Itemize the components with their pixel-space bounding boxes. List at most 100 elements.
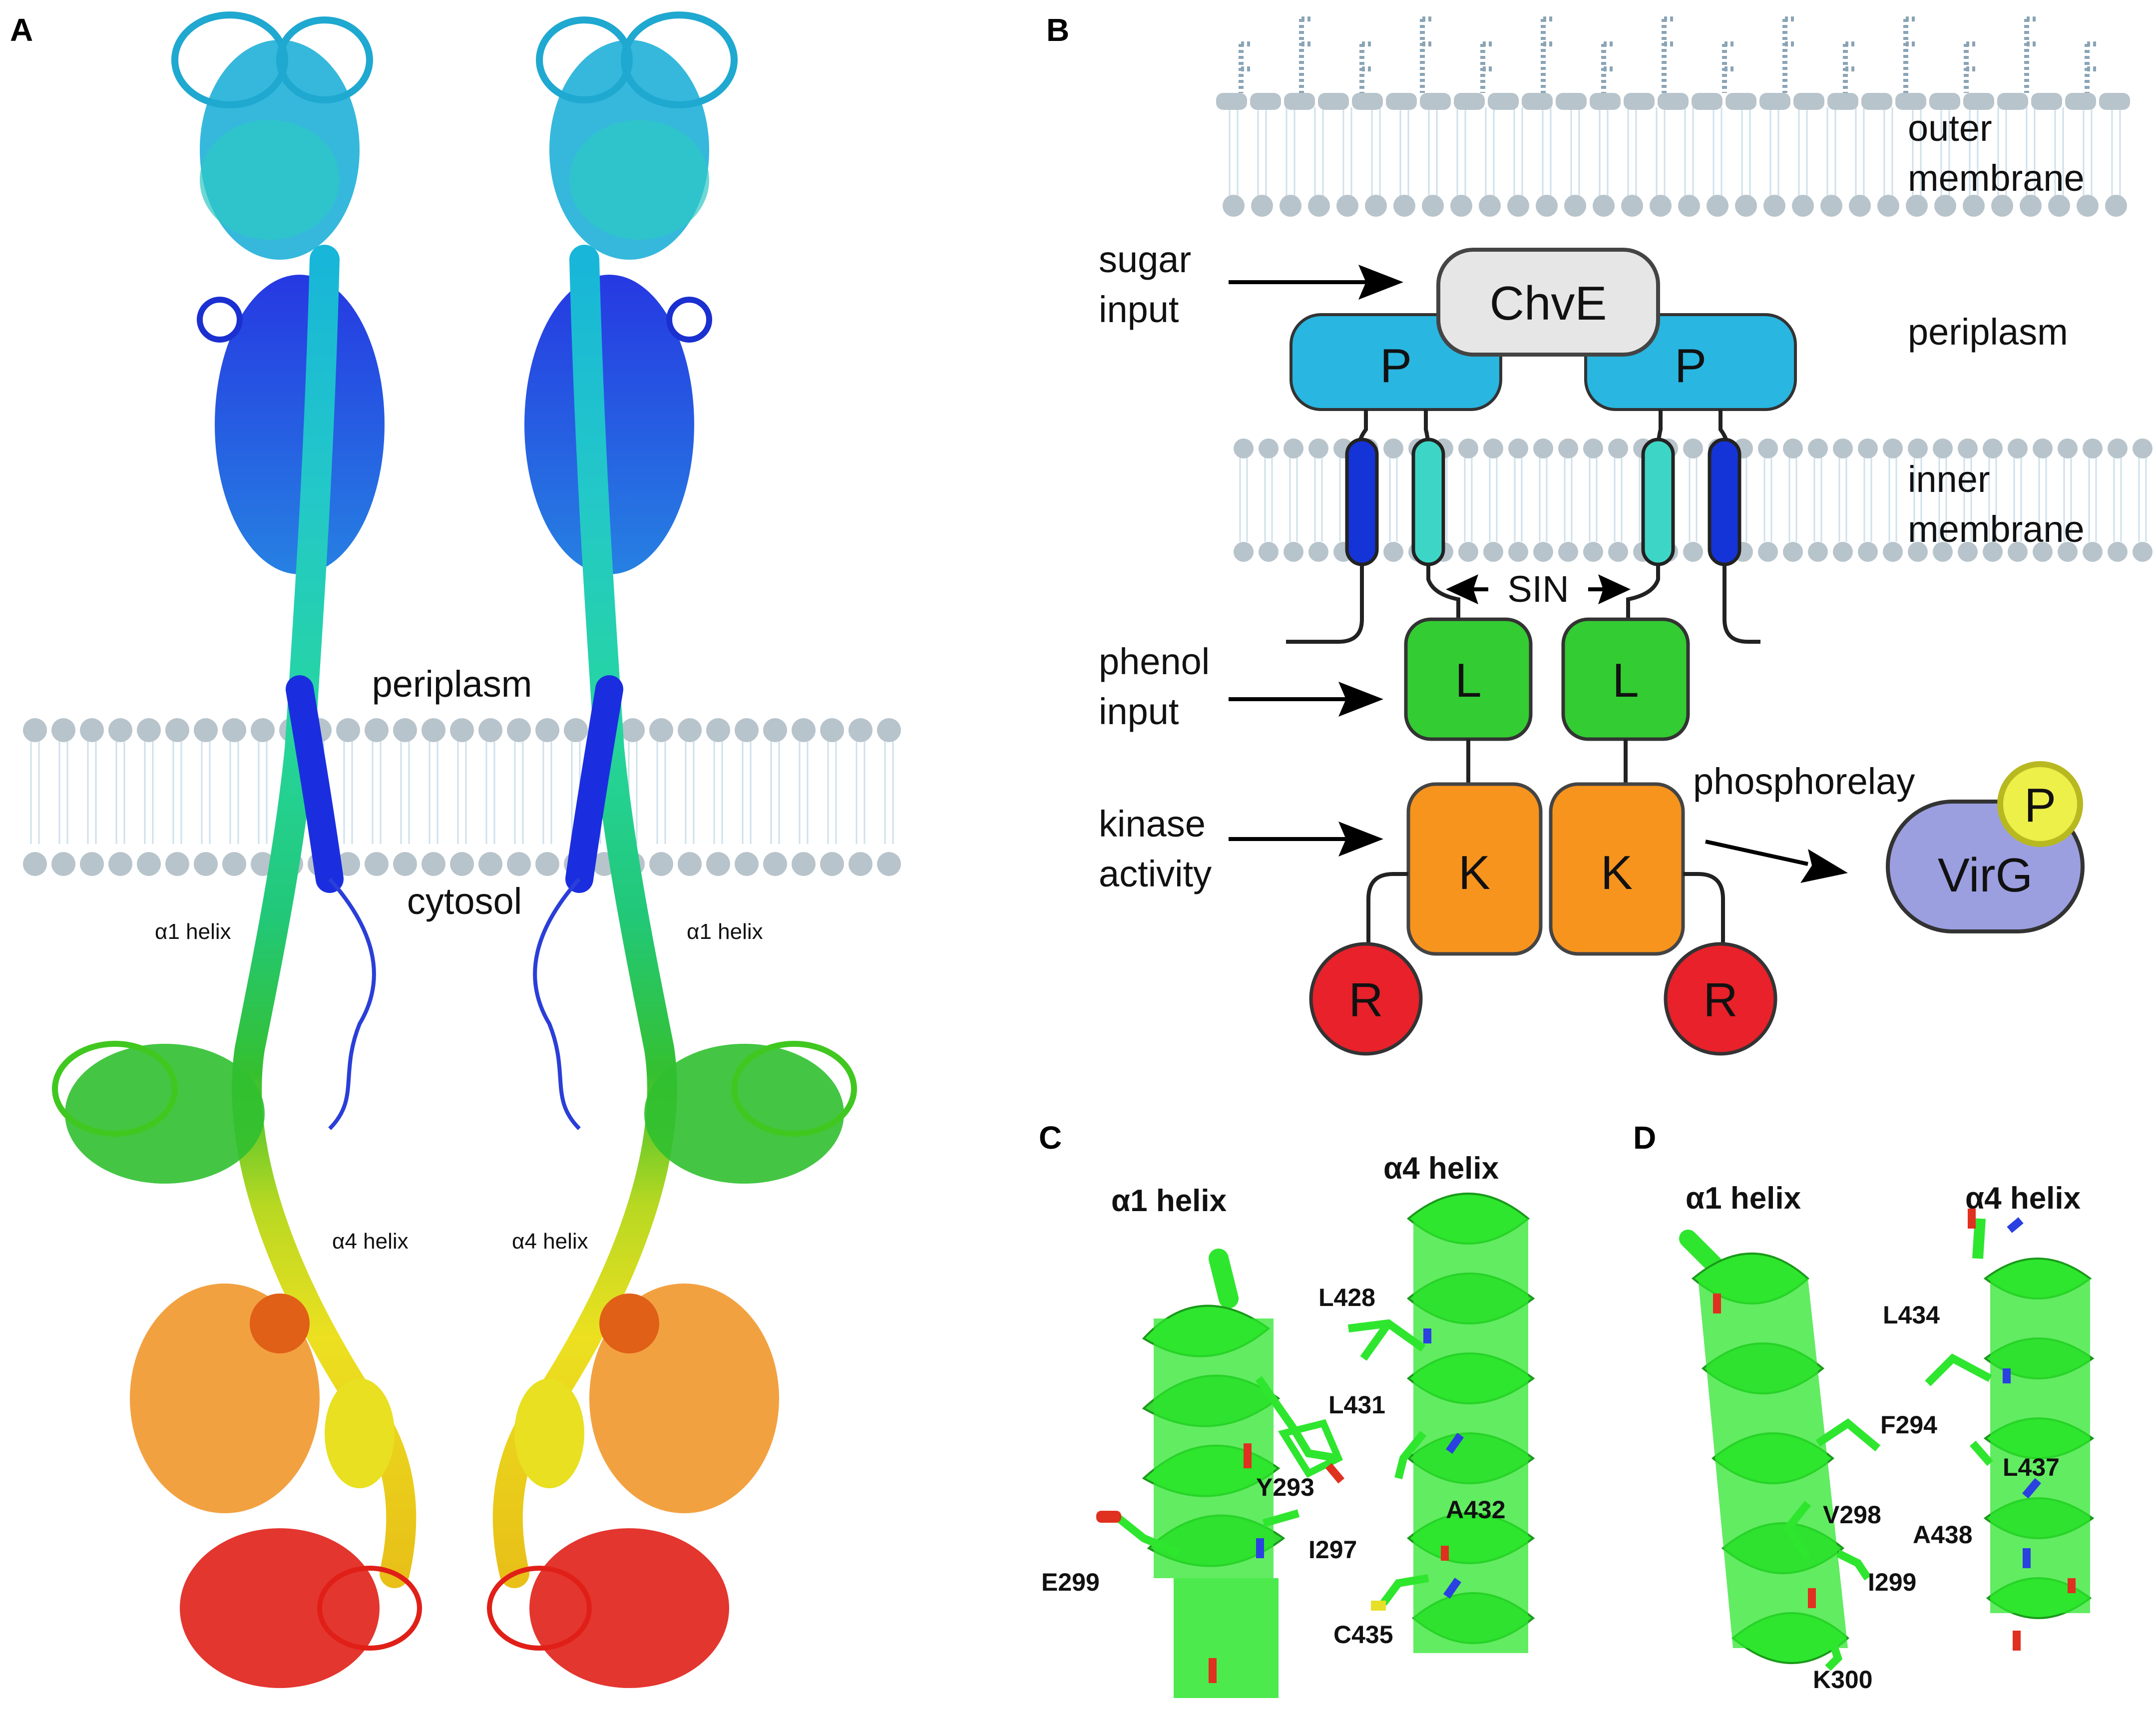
lipid-head (1479, 195, 1501, 217)
phenol-input-label-2: input (1099, 691, 1179, 732)
lps-core (1827, 93, 1858, 110)
residue-K300: K300 (1813, 1666, 1873, 1694)
lipid-head (23, 852, 47, 876)
residue-Y293: Y293 (1256, 1473, 1314, 1501)
lipid-head (1683, 542, 1703, 562)
lipid-head (1963, 195, 1985, 217)
lipid-head (1983, 438, 2003, 458)
lipid-head (507, 718, 531, 742)
lipid-head (1983, 542, 2003, 562)
lipid-head (1683, 438, 1703, 458)
panel-d-alpha4-helix (1925, 1209, 2095, 1651)
residue-L431: L431 (1328, 1391, 1385, 1419)
lipid-head (80, 718, 104, 742)
panel-a: A (10, 11, 901, 1688)
lipid-head (535, 852, 559, 876)
residue-L437: L437 (2003, 1453, 2060, 1481)
lipid-head (1833, 438, 1853, 458)
lps-core (1488, 93, 1519, 110)
panel-a-cytosol-label: cytosol (407, 880, 522, 922)
lipid-head (1450, 195, 1472, 217)
lipid-head (1458, 542, 1478, 562)
outer-membrane-label-2: membrane (1908, 157, 2085, 199)
lps-core (1759, 93, 1790, 110)
lipid-head (1933, 542, 1953, 562)
sugar-input-label-1: sugar (1099, 239, 1191, 280)
lipid-head (2133, 542, 2153, 562)
lps-core (1352, 93, 1383, 110)
lipid-head (365, 852, 389, 876)
lipid-head (1533, 542, 1553, 562)
lipid-head (1608, 438, 1628, 458)
r-domain-left-label: R (1348, 973, 1383, 1027)
panel-a-alpha4-right-label: α4 helix (512, 1229, 588, 1254)
residue-V298: V298 (1823, 1501, 1881, 1529)
kinase-activity-label-2: activity (1099, 853, 1212, 894)
lipid-head (1934, 195, 1956, 217)
lps-core (1386, 93, 1417, 110)
r-domain-right-label: R (1703, 973, 1737, 1027)
lipid-head (1608, 542, 1628, 562)
lipid-head (1883, 542, 1903, 562)
right-monomer-structure (487, 11, 857, 1688)
lipid-head (478, 718, 502, 742)
lps-core (1725, 93, 1756, 110)
panel-c-alpha4-helix (1348, 1193, 1535, 1653)
lipid-head (1308, 438, 1328, 458)
lps-core (1692, 93, 1723, 110)
lipid-head (2105, 195, 2127, 217)
lipid-head (706, 852, 730, 876)
lipid-head (1383, 542, 1403, 562)
lipid-head (735, 852, 759, 876)
sugar-input-label-2: input (1099, 289, 1179, 330)
lipid-head (1808, 542, 1828, 562)
lipid-head (1758, 438, 1778, 458)
lipid-head (1858, 438, 1878, 458)
lps-core (2031, 93, 2062, 110)
lipid-head (1458, 438, 1478, 458)
lipid-head (564, 718, 588, 742)
lps-core (1590, 93, 1621, 110)
lipid-head (1908, 438, 1928, 458)
lipid-head (1958, 542, 1978, 562)
lipid-head (792, 718, 816, 742)
lipid-head (2020, 195, 2042, 217)
residue-E299: E299 (1041, 1568, 1100, 1596)
lipid-head (1877, 195, 1899, 217)
lipid-head (1650, 195, 1672, 217)
lipid-head (1393, 195, 1415, 217)
lps-core (1861, 93, 1892, 110)
lipid-head (1223, 195, 1245, 217)
lps-core (1216, 93, 1247, 110)
lipid-head (2033, 542, 2053, 562)
lipid-head (1259, 438, 1279, 458)
phosphorelay-arrowhead (1800, 849, 1848, 883)
lps-core (1624, 93, 1655, 110)
lps-core (1284, 93, 1315, 110)
lipid-head (1308, 542, 1328, 562)
lipid-head (649, 718, 673, 742)
outer-membrane-label-1: outer (1908, 107, 1992, 149)
residue-I299: I299 (1868, 1568, 1916, 1596)
p-domain-right-label: P (1675, 339, 1707, 393)
lipid-head (1958, 438, 1978, 458)
lipid-head (1558, 542, 1578, 562)
lipid-head (422, 852, 445, 876)
lipid-head (1783, 542, 1803, 562)
lipid-head (1678, 195, 1700, 217)
panel-c-alpha4-title: α4 helix (1383, 1151, 1499, 1186)
lipid-head (1508, 438, 1528, 458)
lipid-head (535, 718, 559, 742)
lipid-head (1883, 438, 1903, 458)
panel-d-alpha4-title: α4 helix (1965, 1181, 2081, 1216)
lipid-head (1508, 542, 1528, 562)
lipid-head (2048, 195, 2070, 217)
panel-a-periplasm-label: periplasm (372, 663, 532, 705)
lipid-head (621, 718, 645, 742)
panel-c-alpha1-helix (1096, 1249, 1344, 1698)
residue-I297: I297 (1308, 1536, 1357, 1564)
lipid-head (51, 852, 75, 876)
lipid-head (1533, 438, 1553, 458)
lipid-head (2108, 438, 2128, 458)
panel-b: B outer membrane periplasm inner membran… (1046, 12, 2153, 1056)
